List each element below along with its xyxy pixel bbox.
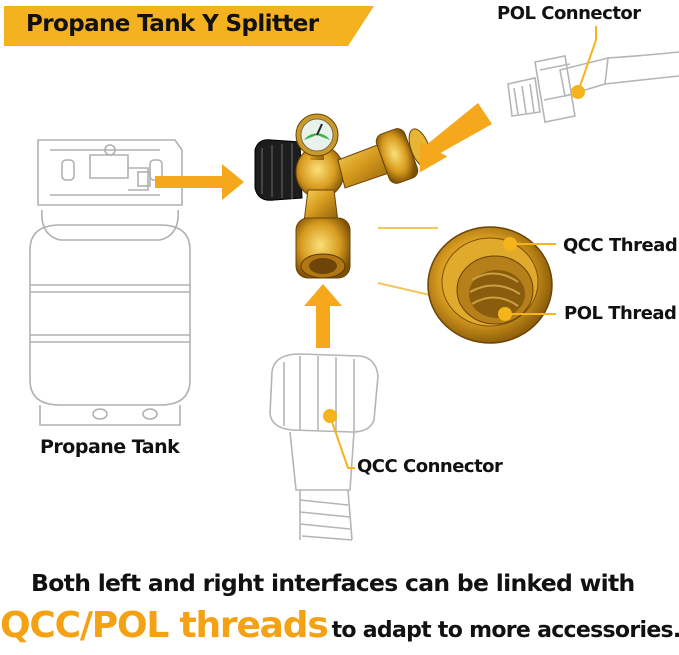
qcc-thread-label: QCC Thread <box>563 235 678 256</box>
page-title: Propane Tank Y Splitter <box>26 11 319 37</box>
arrow-pol-to-splitter <box>419 103 492 173</box>
arrow-qcc-to-splitter <box>304 284 342 348</box>
qcc-connector-drawing <box>269 353 379 541</box>
propane-tank-drawing <box>29 139 191 426</box>
pol-connector-label: POL Connector <box>497 3 641 24</box>
title-banner <box>4 6 374 46</box>
y-splitter-device <box>254 113 432 279</box>
pol-thread-label: POL Thread <box>564 303 677 324</box>
qcc-connector-label: QCC Connector <box>357 456 503 477</box>
pol-connector-leader <box>571 26 597 99</box>
thread-leaders <box>498 237 556 321</box>
propane-tank-label: Propane Tank <box>40 436 180 458</box>
caption-line-2-rest: to adapt to more accessories. <box>331 618 679 643</box>
pol-connector-drawing <box>507 51 679 123</box>
arrow-tank-to-splitter <box>155 164 244 200</box>
caption-highlight: QCC/POL threads <box>0 605 329 646</box>
caption-line-1: Both left and right interfaces can be li… <box>31 569 635 597</box>
qcc-connector-leader <box>323 409 355 469</box>
